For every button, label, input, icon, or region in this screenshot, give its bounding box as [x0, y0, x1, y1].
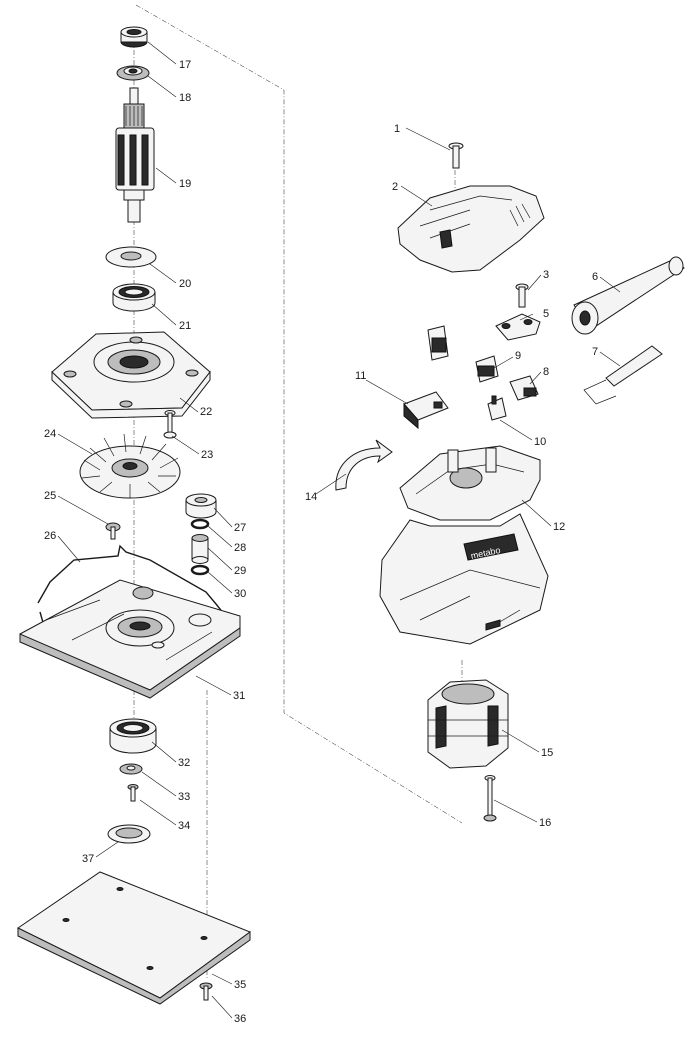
- callout-34: 34: [178, 820, 190, 832]
- part-25-screw: [105, 522, 121, 540]
- callout-3: 3: [543, 269, 549, 281]
- callout-19: 19: [179, 178, 191, 190]
- callout-16: 16: [539, 817, 551, 829]
- part-24-fan: [79, 433, 181, 499]
- callout-7: 7: [592, 346, 598, 358]
- callout-10: 10: [534, 436, 546, 448]
- callout-24: 24: [44, 428, 56, 440]
- callout-2: 2: [392, 181, 398, 193]
- part-6-handle-grip: [571, 256, 685, 335]
- callout-14: 14: [305, 491, 317, 503]
- callout-21: 21: [179, 320, 191, 332]
- part-1-screw: [448, 142, 464, 169]
- callout-8: 8: [543, 366, 549, 378]
- callout-25: 25: [44, 490, 56, 502]
- part-18-washer: [116, 65, 150, 81]
- part-11-switch: [403, 391, 449, 430]
- callout-17: 17: [179, 59, 191, 71]
- part-16-screw: [483, 775, 497, 822]
- callout-35: 35: [234, 979, 246, 991]
- callout-15: 15: [541, 747, 553, 759]
- callout-33: 33: [178, 791, 190, 803]
- callout-27: 27: [234, 522, 246, 534]
- part-20-washer: [105, 246, 157, 268]
- part-29-sleeve: [191, 534, 209, 564]
- callout-26: 26: [44, 530, 56, 542]
- callout-31: 31: [233, 690, 245, 702]
- part-12-motor-housing: metabo: [379, 445, 549, 645]
- part-9-brush-holder: [475, 355, 499, 383]
- part-8-carbon-brush: [509, 375, 539, 401]
- part-37-ring: [107, 824, 151, 844]
- part-27-bushing: [185, 493, 217, 519]
- part-4-switch-actuator: [427, 325, 449, 361]
- part-23-screw: [163, 410, 177, 439]
- callout-28: 28: [234, 542, 246, 554]
- part-31-base-plate: [19, 579, 241, 699]
- callout-23: 23: [201, 449, 213, 461]
- part-35-sanding-pad: [17, 871, 252, 1005]
- part-10-connector: [487, 395, 507, 421]
- callout-32: 32: [178, 757, 190, 769]
- part-15-stator: [427, 679, 509, 769]
- part-3-screw: [515, 283, 529, 308]
- callout-18: 18: [179, 92, 191, 104]
- part-2-top-cover: [397, 185, 545, 273]
- part-33-washer: [119, 763, 143, 775]
- callout-11: 11: [355, 370, 366, 382]
- callout-1: 1: [394, 123, 400, 135]
- part-36-screw: [199, 982, 213, 1001]
- part-21-bearing: [112, 283, 156, 312]
- callout-29: 29: [234, 565, 246, 577]
- part-7-cord: [583, 345, 663, 405]
- part-19-armature: [115, 87, 155, 223]
- part-34-screw: [127, 784, 139, 802]
- callout-6: 6: [592, 271, 598, 283]
- part-30-o-ring: [190, 564, 210, 576]
- callout-9: 9: [515, 350, 521, 362]
- callout-12: 12: [553, 521, 565, 533]
- callout-36: 36: [234, 1013, 246, 1025]
- callout-leaders: [57, 41, 621, 1019]
- part-32-bearing: [109, 718, 157, 754]
- part-5-clamp: [495, 313, 541, 341]
- callout-22: 22: [200, 406, 212, 418]
- part-28-o-ring: [190, 518, 210, 530]
- part-22-housing-plate: [51, 331, 211, 419]
- callout-numbers: 1 2 3 5 6 7 8 9 10 11 12 14 15 16 17 18 …: [44, 59, 598, 1025]
- callout-37: 37: [82, 853, 94, 865]
- part-14-rotation-arrow: [335, 439, 393, 491]
- callout-20: 20: [179, 278, 191, 290]
- callout-30: 30: [234, 588, 246, 600]
- callout-5: 5: [543, 308, 549, 320]
- part-17-bearing: [120, 26, 148, 48]
